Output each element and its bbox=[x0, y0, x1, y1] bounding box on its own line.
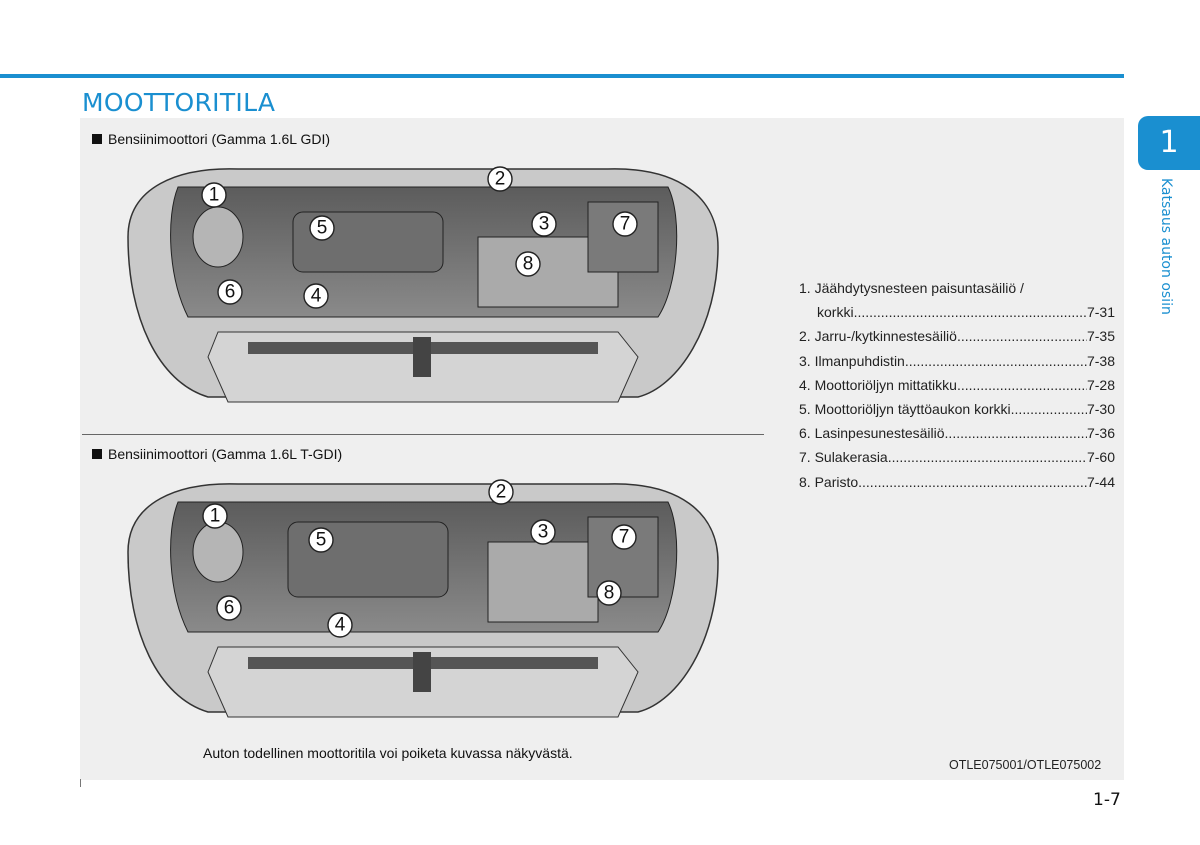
engine-illustration-tgdi: 1 2 3 4 5 6 7 8 bbox=[127, 479, 719, 718]
figure-caption-text: Bensiinimoottori (Gamma 1.6L GDI) bbox=[108, 131, 330, 147]
callout-1: 1 bbox=[202, 503, 228, 529]
svg-text:4: 4 bbox=[311, 286, 322, 307]
page-title: MOOTTORITILA bbox=[82, 88, 276, 117]
callout-6: 6 bbox=[216, 595, 242, 621]
svg-text:6: 6 bbox=[225, 282, 236, 303]
square-bullet-icon bbox=[92, 134, 102, 144]
legend-item: 6. Lasinpesunestesäiliö 7-36 bbox=[799, 421, 1115, 445]
svg-text:7: 7 bbox=[620, 214, 631, 235]
disclaimer-note: Auton todellinen moottoritila voi poiket… bbox=[203, 745, 573, 761]
svg-text:8: 8 bbox=[604, 583, 615, 604]
image-code: OTLE075001/OTLE075002 bbox=[949, 758, 1102, 772]
svg-text:4: 4 bbox=[335, 615, 346, 636]
figure-caption-text: Bensiinimoottori (Gamma 1.6L T-GDI) bbox=[108, 446, 343, 462]
legend-item-label: korkki bbox=[817, 304, 854, 321]
legend-item: 4. Moottoriöljyn mittatikku 7-28 bbox=[799, 373, 1115, 397]
legend-item-label: 6. Lasinpesunestesäiliö bbox=[799, 425, 945, 442]
svg-text:8: 8 bbox=[523, 254, 534, 275]
svg-text:5: 5 bbox=[316, 530, 327, 551]
page-number: 1-7 bbox=[1093, 790, 1121, 810]
svg-text:5: 5 bbox=[317, 218, 328, 239]
svg-text:7: 7 bbox=[619, 527, 630, 548]
callout-8: 8 bbox=[515, 251, 541, 277]
callout-6: 6 bbox=[217, 279, 243, 305]
legend-item: 5. Moottoriöljyn täyttöaukon korkki 7-30 bbox=[799, 397, 1115, 421]
legend-item-label: 3. Ilmanpuhdistin bbox=[799, 352, 905, 369]
legend-item-page: 7-35 bbox=[1086, 328, 1115, 345]
svg-text:6: 6 bbox=[224, 598, 235, 619]
parts-legend: 1. Jäähdytysnesteen paisuntasäiliö / kor… bbox=[799, 276, 1115, 494]
legend-item-continuation: korkki 7-31 bbox=[799, 300, 1115, 324]
svg-text:2: 2 bbox=[496, 482, 507, 503]
leader-dots bbox=[888, 445, 1087, 469]
legend-item-page: 7-28 bbox=[1086, 376, 1115, 393]
svg-text:3: 3 bbox=[539, 214, 550, 235]
figure-caption-1: Bensiinimoottori (Gamma 1.6L GDI) bbox=[92, 131, 330, 147]
square-bullet-icon bbox=[92, 449, 102, 459]
corner-mark bbox=[80, 779, 81, 787]
engine-illustration-gdi: 1 2 3 4 5 6 7 8 bbox=[127, 166, 719, 403]
leader-dots bbox=[957, 324, 1087, 348]
leader-dots bbox=[945, 421, 1087, 445]
legend-item-page: 7-36 bbox=[1086, 425, 1115, 442]
callout-2: 2 bbox=[487, 166, 513, 192]
figure-caption-2: Bensiinimoottori (Gamma 1.6L T-GDI) bbox=[92, 446, 342, 462]
top-rule bbox=[0, 74, 1124, 78]
legend-item-page: 7-38 bbox=[1086, 352, 1115, 369]
callout-1: 1 bbox=[201, 182, 227, 208]
callout-7: 7 bbox=[612, 211, 638, 237]
svg-text:1: 1 bbox=[210, 506, 221, 527]
legend-item-label: 4. Moottoriöljyn mittatikku bbox=[799, 376, 957, 393]
svg-text:3: 3 bbox=[538, 522, 549, 543]
section-divider bbox=[82, 434, 764, 435]
leader-dots bbox=[905, 349, 1087, 373]
chapter-tab: 1 bbox=[1138, 116, 1200, 170]
callout-3: 3 bbox=[530, 519, 556, 545]
legend-item-page: 7-60 bbox=[1086, 449, 1115, 466]
legend-item-label: 5. Moottoriöljyn täyttöaukon korkki bbox=[799, 400, 1011, 417]
chapter-label: Katsaus auton osiin bbox=[1158, 178, 1174, 315]
callout-8: 8 bbox=[596, 580, 622, 606]
leader-dots bbox=[1011, 397, 1087, 421]
callout-4: 4 bbox=[303, 283, 329, 309]
legend-item: 2. Jarru-/kytkinnestesäiliö 7-35 bbox=[799, 324, 1115, 348]
callout-4: 4 bbox=[327, 612, 353, 638]
legend-item-page: 7-44 bbox=[1086, 473, 1115, 490]
legend-item: 1. Jäähdytysnesteen paisuntasäiliö / bbox=[799, 276, 1115, 300]
legend-item: 7. Sulakerasia 7-60 bbox=[799, 445, 1115, 469]
legend-item: 8. Paristo 7-44 bbox=[799, 470, 1115, 494]
callout-5: 5 bbox=[309, 215, 335, 241]
legend-item-page: 7-30 bbox=[1086, 400, 1115, 417]
legend-item-label: 1. Jäähdytysnesteen paisuntasäiliö / bbox=[799, 280, 1024, 296]
callout-3: 3 bbox=[531, 211, 557, 237]
svg-text:2: 2 bbox=[495, 169, 506, 190]
legend-item-label: 7. Sulakerasia bbox=[799, 449, 888, 466]
legend-item-label: 2. Jarru-/kytkinnestesäiliö bbox=[799, 328, 957, 345]
legend-item: 3. Ilmanpuhdistin 7-38 bbox=[799, 349, 1115, 373]
leader-dots bbox=[957, 373, 1087, 397]
legend-item-label: 8. Paristo bbox=[799, 473, 859, 490]
leader-dots bbox=[858, 470, 1087, 494]
callout-2: 2 bbox=[488, 479, 514, 505]
legend-item-page: 7-31 bbox=[1086, 304, 1115, 321]
svg-text:1: 1 bbox=[209, 185, 220, 206]
leader-dots bbox=[854, 300, 1087, 324]
callout-7: 7 bbox=[611, 524, 637, 550]
callout-5: 5 bbox=[308, 527, 334, 553]
